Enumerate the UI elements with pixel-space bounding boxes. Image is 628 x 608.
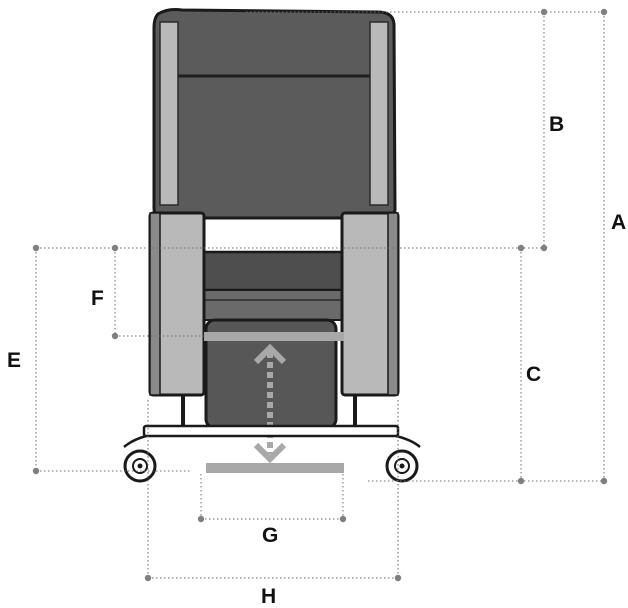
dimension-point [394,574,402,582]
backrest-outline [152,8,397,220]
dimension-point [600,477,608,485]
footrest-top-bar [204,332,344,341]
dimension-point [197,515,205,523]
right-armrest-inner [387,212,399,396]
arrow-head-up [253,343,287,365]
base-bar [142,424,400,438]
footrest-lowered-position [206,463,344,473]
seat-cushion [196,250,346,292]
dimension-label-a: A [611,211,626,234]
dimension-label-e: E [7,349,21,372]
backrest-right-wing [369,21,389,206]
right-caster-arm [395,434,421,448]
seat [196,250,346,321]
dimension-point [600,8,608,16]
left-caster-arm [123,434,147,448]
dimension-point [540,244,548,252]
left-armrest-inner [149,212,161,396]
left-armrest [148,211,206,397]
frame [123,395,421,448]
backrest [152,8,397,220]
dimension-label-f: F [91,287,104,310]
right-armrest [340,211,400,397]
left-caster-wheel [123,449,157,483]
dimension-points [32,8,608,582]
footrest [204,318,344,473]
backrest-left-wing [159,21,179,206]
dimension-labels: A B C E F G H [7,113,626,608]
dimension-lines [35,11,605,579]
dimension-point [111,332,119,340]
dimension-point [339,515,347,523]
dimension-point [517,244,525,252]
dimension-label-h: H [261,585,276,608]
right-wheel-hub [399,463,405,469]
left-wheel-hub [137,463,143,469]
seat-front-band [197,289,345,321]
dimension-label-b: B [549,113,564,136]
dimension-point [144,574,152,582]
dimension-point [517,477,525,485]
right-caster-wheel [385,449,419,483]
dimension-point [32,467,40,475]
dimension-point [32,244,40,252]
dimension-point [540,8,548,16]
dimension-label-g: G [262,524,278,547]
dimension-point [111,244,119,252]
arrow-head-down [253,442,287,464]
dimension-label-c: C [526,363,541,386]
